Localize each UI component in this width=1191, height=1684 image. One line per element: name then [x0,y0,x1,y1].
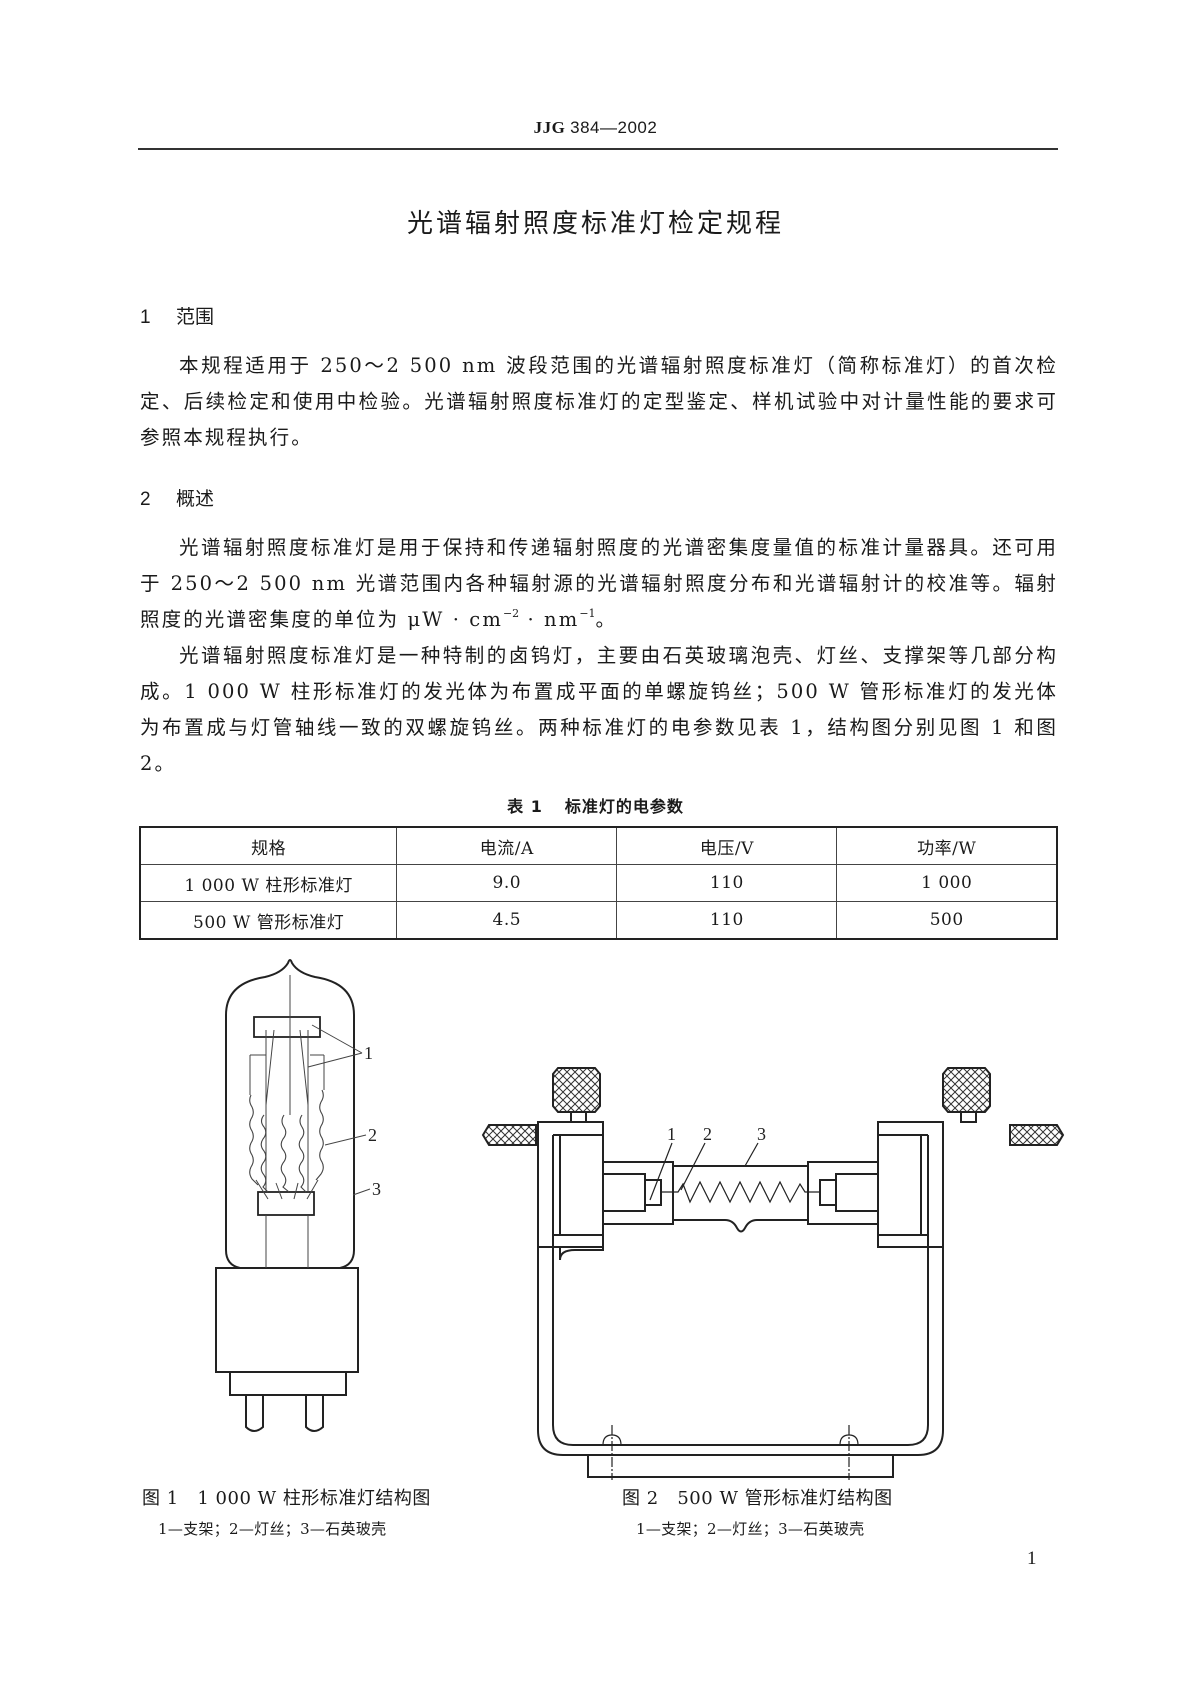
section-number: 2 [140,489,151,510]
figure-1-callout-3: 3 [372,1179,381,1199]
figure-2-callout-3: 3 [757,1124,766,1144]
standard-prefix: JJG [533,118,566,137]
table-cell: 110 [616,901,838,940]
figure-2-caption: 图 2 500 W 管形标准灯结构图 [622,1484,893,1510]
table-cell: 1 000 W 柱形标准灯 [139,864,398,902]
table-cell: 110 [616,864,838,902]
paragraph-overview-2: 光谱辐射照度标准灯是一种特制的卤钨灯，主要由石英玻璃泡壳、灯丝、支撑架等几部分构… [140,644,1058,775]
figure-2-title: 500 W 管形标准灯结构图 [677,1488,893,1509]
section-title: 概述 [176,488,215,510]
figure-1-legend: 1—支架；2—灯丝；3—石英玻壳 [158,1520,387,1538]
document-title: 光谱辐射照度标准灯检定规程 [406,209,784,239]
table-label: 表 1 [507,797,543,816]
table-cell: 9.0 [396,864,618,902]
figure-1-callout-1: 1 [364,1043,373,1063]
column-header: 功率/W [836,826,1059,865]
paragraph-overview-1: 光谱辐射照度标准灯是用于保持和传递辐射照度的光谱密集度量值的标准计量器具。还可用… [140,536,1058,631]
figure-1-label: 图 1 [142,1488,179,1509]
page-number: 1 [1027,1548,1037,1569]
column-header: 电压/V [616,826,838,865]
section-title: 范围 [176,306,215,328]
figure-2-callout-1: 1 [667,1124,676,1144]
section-number: 1 [140,307,151,328]
table-row: 1 000 W 柱形标准灯 9.0 110 1 000 [139,864,1059,902]
figure-1-caption: 图 1 1 000 W 柱形标准灯结构图 [142,1484,431,1510]
figure-1-title: 1 000 W 柱形标准灯结构图 [197,1488,431,1509]
electrical-parameters-table: 规格 电流/A 电压/V 功率/W 1 000 W 柱形标准灯 9.0 110 … [139,826,1059,940]
section-heading-scope: 1 范围 [140,302,214,329]
figure-2-callout-2: 2 [703,1124,712,1144]
standard-number: 384—2002 [570,118,658,137]
paragraph-scope: 本规程适用于 250～2 500 nm 波段范围的光谱辐射照度标准灯（简称标准灯… [140,354,1058,449]
figure-1-lamp-diagram: 1 2 3 [215,959,381,1432]
unit-expression: μW · cm−2 · nm−1。 [407,607,618,631]
figure-1-callout-2: 2 [368,1125,377,1145]
figure-2-label: 图 2 [622,1488,659,1509]
running-header: JJG 384—2002 [0,118,1191,138]
table-cell: 500 [836,901,1059,940]
figure-2-lamp-diagram: 1 2 3 [481,1067,1065,1480]
table-cell: 500 W 管形标准灯 [139,901,398,940]
table-cell: 1 000 [836,864,1059,902]
table-row: 500 W 管形标准灯 4.5 110 500 [139,901,1059,940]
table-cell: 4.5 [396,901,618,940]
column-header: 电流/A [396,826,618,865]
section-heading-overview: 2 概述 [140,484,214,511]
column-header: 规格 [139,826,398,865]
table-header-row: 规格 电流/A 电压/V 功率/W [139,826,1059,865]
figure-2-legend: 1—支架；2—灯丝；3—石英玻壳 [636,1520,865,1538]
header-rule [138,148,1058,150]
table-caption: 表 1 标准灯的电参数 [0,793,1191,817]
table-title: 标准灯的电参数 [564,797,684,816]
